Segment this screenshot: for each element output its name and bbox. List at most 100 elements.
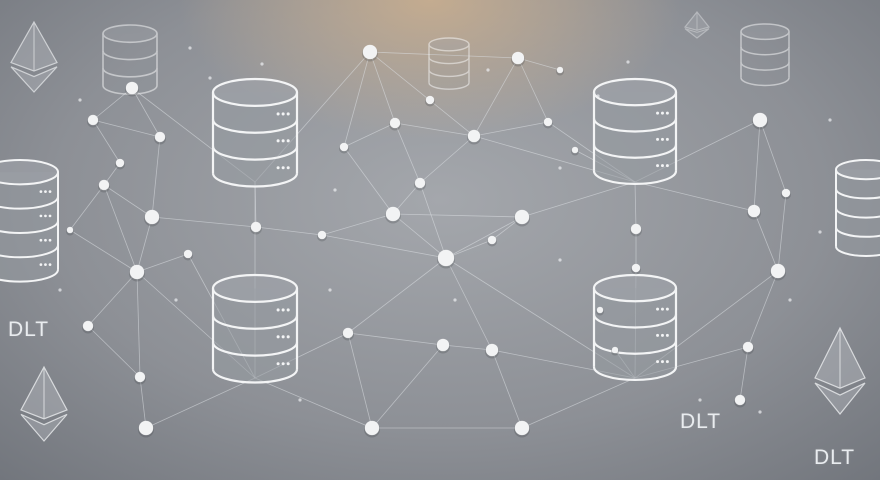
network-link bbox=[739, 346, 749, 401]
network-link bbox=[321, 213, 394, 236]
network-dot bbox=[453, 298, 457, 302]
network-link bbox=[392, 213, 523, 218]
network-link bbox=[103, 184, 138, 273]
ethereum-icon bbox=[683, 11, 711, 39]
network-node bbox=[514, 209, 530, 225]
ethereum-icon bbox=[10, 20, 58, 93]
network-node bbox=[98, 179, 110, 191]
network-link bbox=[369, 51, 519, 59]
network-dot bbox=[328, 288, 332, 292]
network-link bbox=[151, 136, 161, 218]
network-link bbox=[634, 181, 755, 212]
database-icon bbox=[211, 77, 299, 188]
network-node bbox=[138, 420, 154, 436]
network-link bbox=[371, 344, 444, 429]
network-node bbox=[342, 327, 354, 339]
dlt-label-bottom-center: DLT bbox=[680, 410, 722, 433]
network-link bbox=[753, 119, 761, 212]
network-node bbox=[129, 264, 145, 280]
network-link bbox=[394, 122, 475, 137]
network-dot bbox=[486, 68, 490, 72]
network-node bbox=[250, 221, 262, 233]
network-node bbox=[385, 206, 401, 222]
network-link bbox=[343, 122, 396, 148]
network-link bbox=[136, 253, 189, 273]
database-icon bbox=[211, 273, 299, 384]
network-dot bbox=[58, 288, 62, 292]
network-node bbox=[631, 263, 641, 273]
network-link bbox=[517, 57, 561, 71]
database-icon bbox=[835, 159, 880, 257]
network-node bbox=[734, 394, 746, 406]
network-link bbox=[521, 377, 636, 429]
network-link bbox=[347, 257, 447, 334]
network-link bbox=[87, 325, 141, 378]
network-node bbox=[611, 346, 619, 354]
network-link bbox=[92, 119, 121, 164]
network-link bbox=[343, 51, 371, 148]
network-link bbox=[69, 229, 138, 273]
network-node bbox=[82, 320, 94, 332]
network-link bbox=[491, 349, 523, 429]
network-node bbox=[487, 235, 497, 245]
database-icon bbox=[740, 23, 790, 87]
network-node bbox=[556, 66, 564, 74]
network-link bbox=[445, 257, 493, 351]
network-link bbox=[445, 216, 523, 259]
network-node bbox=[543, 117, 553, 127]
network-dot bbox=[698, 398, 702, 402]
network-node bbox=[781, 188, 791, 198]
network-node bbox=[115, 158, 125, 168]
database-icon bbox=[592, 273, 678, 382]
network-node bbox=[339, 142, 349, 152]
network-dot bbox=[78, 98, 82, 102]
network-node bbox=[154, 131, 166, 143]
network-edges bbox=[69, 51, 787, 429]
network-dot bbox=[626, 60, 630, 64]
network-link bbox=[777, 192, 787, 272]
network-node bbox=[317, 230, 327, 240]
network-node bbox=[362, 44, 378, 60]
network-link bbox=[392, 213, 447, 259]
network-node bbox=[514, 420, 530, 436]
network-dot bbox=[260, 62, 264, 66]
network-link bbox=[255, 226, 323, 236]
network-link bbox=[419, 135, 475, 184]
network-link bbox=[347, 332, 444, 346]
network-node bbox=[511, 51, 525, 65]
network-dot bbox=[818, 230, 822, 234]
network-node bbox=[389, 117, 401, 129]
network-link bbox=[69, 184, 105, 231]
icon-layer bbox=[0, 11, 880, 442]
network-node bbox=[742, 341, 754, 353]
network-link bbox=[92, 119, 161, 138]
network-node bbox=[596, 306, 604, 314]
network-node bbox=[183, 249, 193, 259]
network-link bbox=[145, 377, 256, 429]
network-node bbox=[571, 146, 579, 154]
network-link bbox=[634, 181, 637, 230]
network-nodes bbox=[58, 44, 832, 438]
network-dot bbox=[758, 410, 762, 414]
network-node bbox=[414, 177, 426, 189]
network-node bbox=[425, 95, 435, 105]
network-dot bbox=[788, 298, 792, 302]
network-link bbox=[131, 87, 161, 138]
database-icon bbox=[102, 24, 158, 95]
network-link bbox=[521, 181, 636, 218]
network-node bbox=[770, 263, 786, 279]
network-node bbox=[485, 343, 499, 357]
network-link bbox=[136, 271, 141, 378]
network-dot bbox=[596, 94, 600, 98]
network-node bbox=[747, 204, 761, 218]
network-node bbox=[630, 223, 642, 235]
network-node bbox=[467, 129, 481, 143]
network-node bbox=[66, 226, 74, 234]
network-link bbox=[254, 377, 373, 429]
network-node bbox=[436, 338, 450, 352]
network-link bbox=[517, 57, 549, 123]
network-node bbox=[134, 371, 146, 383]
network-dot bbox=[333, 188, 337, 192]
